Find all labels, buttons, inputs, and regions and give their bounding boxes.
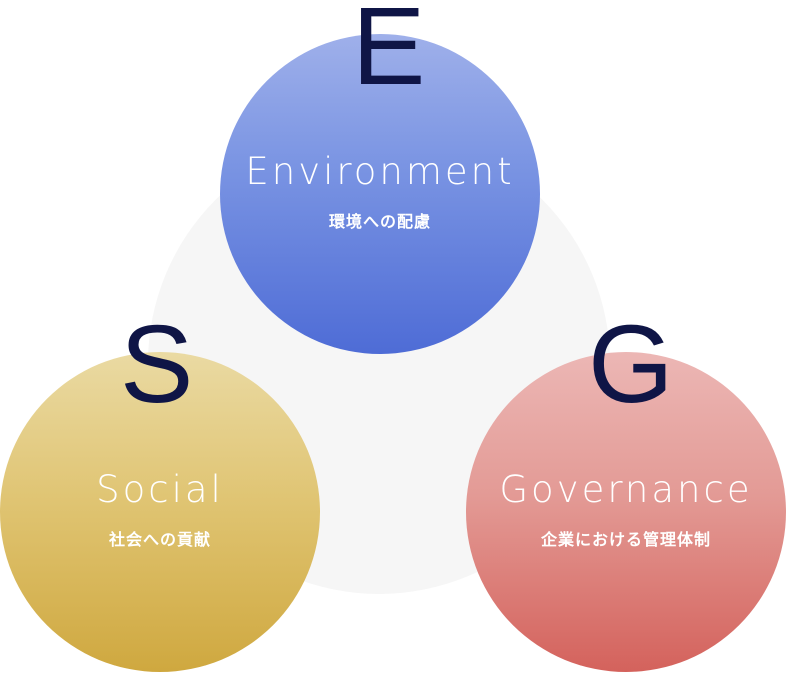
governance-subtitle: 企業における管理体制 — [540, 529, 711, 549]
social-subtitle: 社会への貢献 — [108, 529, 211, 549]
letter-s: S — [120, 303, 194, 426]
environment-circle: Environment 環境への配慮 — [220, 34, 540, 354]
environment-title: Environment — [245, 149, 515, 193]
social-circle: Social 社会への貢献 — [0, 352, 320, 672]
governance-title: Governance — [499, 467, 753, 511]
governance-circle: Governance 企業における管理体制 — [466, 352, 786, 672]
letter-g: G — [588, 303, 674, 426]
letter-e: E — [352, 0, 426, 108]
social-title: Social — [96, 467, 224, 511]
environment-subtitle: 環境への配慮 — [328, 211, 431, 231]
